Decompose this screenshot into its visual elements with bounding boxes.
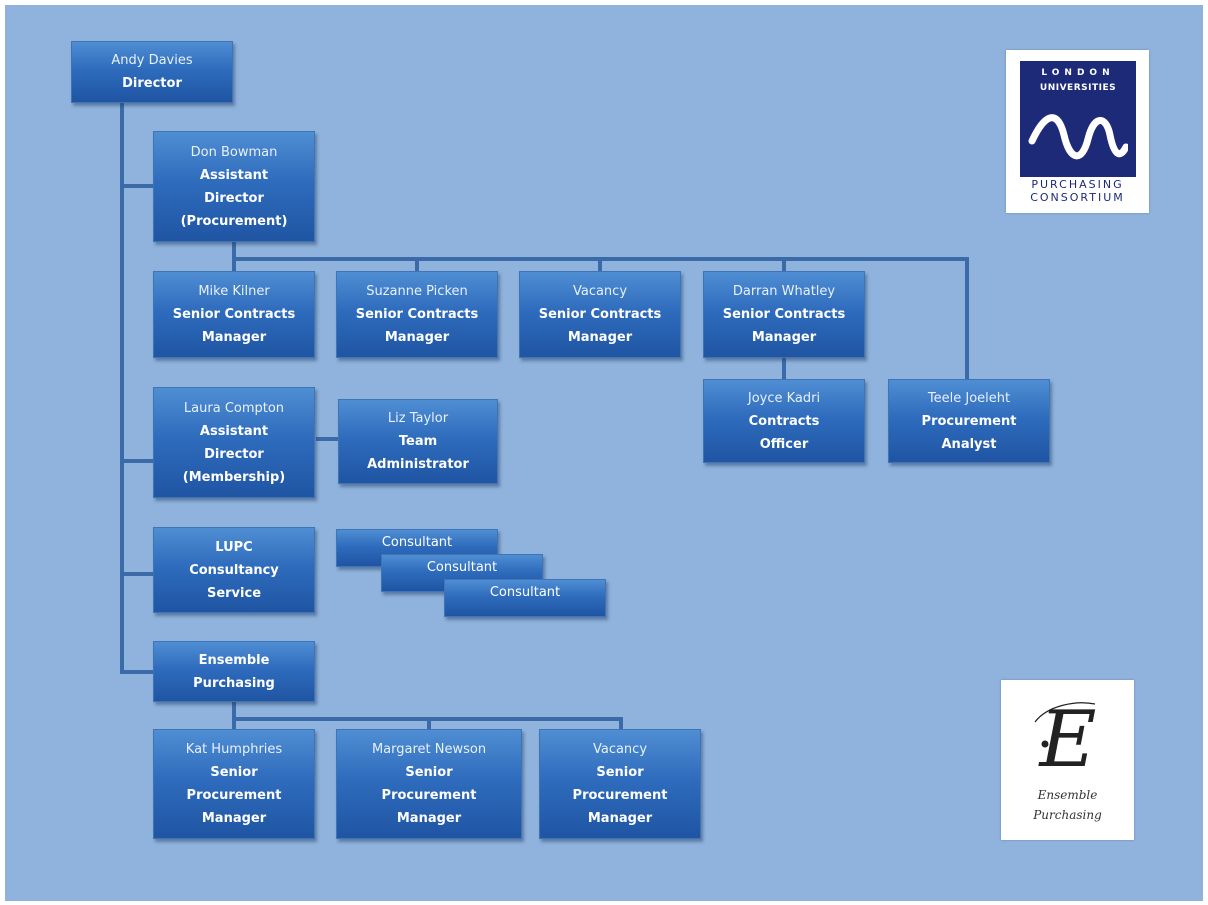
node-name: Joyce Kadri xyxy=(747,390,821,406)
consultant-label: Consultant xyxy=(381,535,453,550)
node-name: Darran Whatley xyxy=(732,284,836,299)
node-lupc-consultancy-service: LUPC Consultancy Service xyxy=(153,527,315,613)
node-name: Suzanne Picken xyxy=(366,284,468,299)
node-name: Laura Compton xyxy=(183,400,285,416)
node-title: Team Administrator xyxy=(367,434,469,472)
consultant-label: Consultant xyxy=(489,585,561,600)
connector-lines xyxy=(120,101,969,731)
lupc-logo-text-purchasing: PURCHASING xyxy=(1031,178,1124,191)
node-assistant-director-procurement: Don Bowman Assistant Director (Procureme… xyxy=(153,131,315,242)
node-senior-procurement-manager-humphries: Kat Humphries Senior Procurement Manager xyxy=(153,729,315,839)
node-senior-contracts-manager-kilner: Mike Kilner Senior Contracts Manager xyxy=(153,271,315,358)
node-contracts-officer: Joyce Kadri Contracts Officer xyxy=(703,379,865,463)
node-senior-contracts-manager-whatley: Darran Whatley Senior Contracts Manager xyxy=(703,271,865,358)
node-title: Ensemble Purchasing xyxy=(193,652,275,691)
node-title: Contracts Officer xyxy=(748,413,820,452)
lupc-logo-text-universities: UNIVERSITIES xyxy=(1039,83,1117,93)
ensemble-logo-text-line1: Ensemble xyxy=(1037,788,1098,802)
node-senior-contracts-manager-picken: Suzanne Picken Senior Contracts Manager xyxy=(336,271,498,358)
node-name: Vacancy xyxy=(592,742,648,757)
lupc-logo: LONDON UNIVERSITIES PURCHASING CONSORTIU… xyxy=(1006,50,1149,213)
node-name: Margaret Newson xyxy=(371,742,487,757)
node-title: Senior Contracts Manager xyxy=(722,307,846,345)
org-chart-canvas: Andy Davies Director Don Bowman Assistan… xyxy=(5,5,1203,901)
lupc-logo-emblem: LONDON UNIVERSITIES xyxy=(1020,61,1136,177)
node-name: Liz Taylor xyxy=(387,411,449,426)
node-name: Don Bowman xyxy=(190,144,278,160)
node-title: Procurement Analyst xyxy=(921,413,1017,452)
node-director: Andy Davies Director xyxy=(71,41,233,103)
ensemble-monogram-icon: E xyxy=(1034,695,1097,784)
node-name: Teele Joeleht xyxy=(927,390,1011,406)
node-name: Mike Kilner xyxy=(198,284,270,299)
node-title: Senior Contracts Manager xyxy=(355,307,479,345)
node-title: Senior Contracts Manager xyxy=(172,307,296,345)
node-name: Vacancy xyxy=(572,284,628,299)
river-wave-icon xyxy=(1028,114,1128,160)
lupc-logo-text-consortium: CONSORTIUM xyxy=(1030,191,1125,204)
ensemble-monogram-letter: E xyxy=(1038,695,1097,784)
node-title: Senior Procurement Manager xyxy=(381,765,477,826)
node-title: LUPC Consultancy Service xyxy=(189,539,279,601)
node-name: Andy Davies xyxy=(111,53,193,68)
consultant-label: Consultant xyxy=(426,560,498,575)
ensemble-logo-text-line2: Purchasing xyxy=(1033,808,1102,822)
ensemble-purchasing-logo: E Ensemble Purchasing xyxy=(1001,680,1134,840)
node-title: Senior Contracts Manager xyxy=(538,307,662,345)
node-name: Kat Humphries xyxy=(185,742,283,757)
node-procurement-analyst: Teele Joeleht Procurement Analyst xyxy=(888,379,1050,463)
node-title: Assistant Director (Procurement) xyxy=(180,167,288,229)
node-title: Director xyxy=(122,76,182,91)
node-ensemble-purchasing: Ensemble Purchasing xyxy=(153,641,315,702)
node-team-administrator: Liz Taylor Team Administrator xyxy=(338,399,498,484)
node-consultant-3: Consultant xyxy=(444,579,606,617)
lupc-logo-text-london: LONDON xyxy=(1041,68,1115,78)
node-title: Senior Procurement Manager xyxy=(186,765,282,826)
node-assistant-director-membership: Laura Compton Assistant Director (Member… xyxy=(153,387,315,498)
node-title: Assistant Director (Membership) xyxy=(182,423,286,485)
node-senior-procurement-manager-vacancy: Vacancy Senior Procurement Manager xyxy=(539,729,701,839)
node-senior-contracts-manager-vacancy: Vacancy Senior Contracts Manager xyxy=(519,271,681,358)
node-senior-procurement-manager-newson: Margaret Newson Senior Procurement Manag… xyxy=(336,729,522,839)
node-title: Senior Procurement Manager xyxy=(572,765,668,826)
